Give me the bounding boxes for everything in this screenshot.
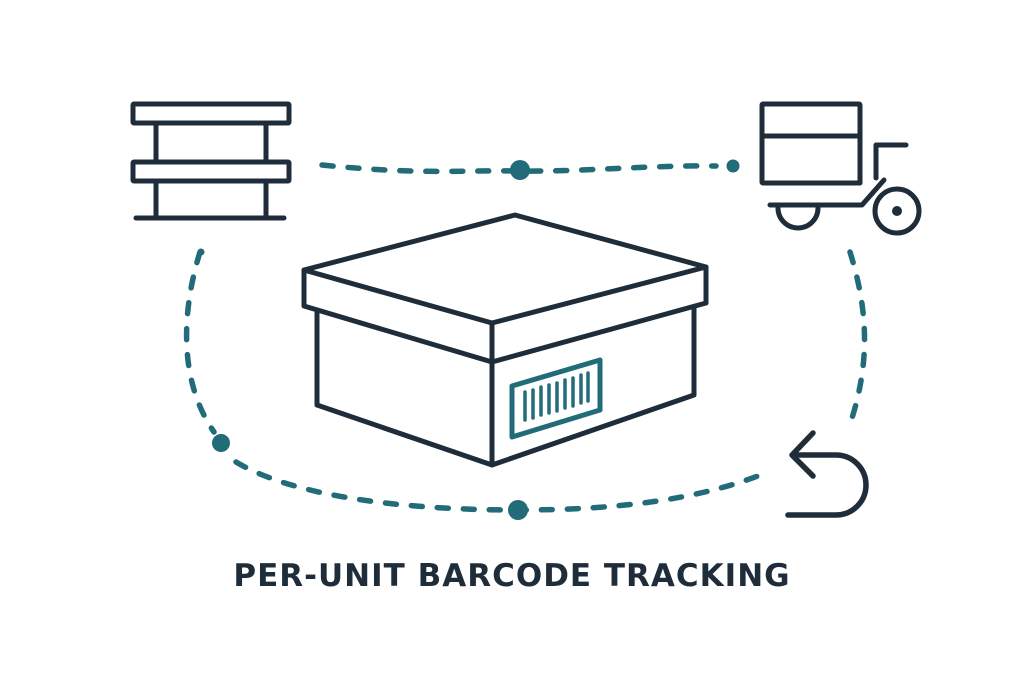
delivery-scooter-icon <box>759 101 922 236</box>
loop-right-segment <box>847 249 868 421</box>
box-lid-front <box>301 267 495 365</box>
node-top-right <box>726 159 740 173</box>
box-with-barcode-icon <box>301 212 709 468</box>
loop-left-segment <box>183 249 217 435</box>
node-left <box>212 434 230 452</box>
warehouse-shelf-icon <box>130 101 292 221</box>
box-lid-top <box>301 212 709 326</box>
loop-bottom-segment <box>233 459 771 513</box>
loop-nodes <box>197 159 740 520</box>
box-body <box>314 304 697 468</box>
node-top-center <box>510 160 530 180</box>
return-arrow-icon <box>785 430 869 518</box>
barcode-bars <box>523 371 590 422</box>
diagram-caption: PER-UNIT BARCODE TRACKING <box>233 558 791 594</box>
loop-top-segment <box>319 162 719 175</box>
node-bottom-center <box>508 500 528 520</box>
barcode-label <box>509 357 603 440</box>
barcode-frame <box>509 357 603 440</box>
box-lid-side <box>489 264 709 365</box>
node-left-top <box>197 248 205 256</box>
